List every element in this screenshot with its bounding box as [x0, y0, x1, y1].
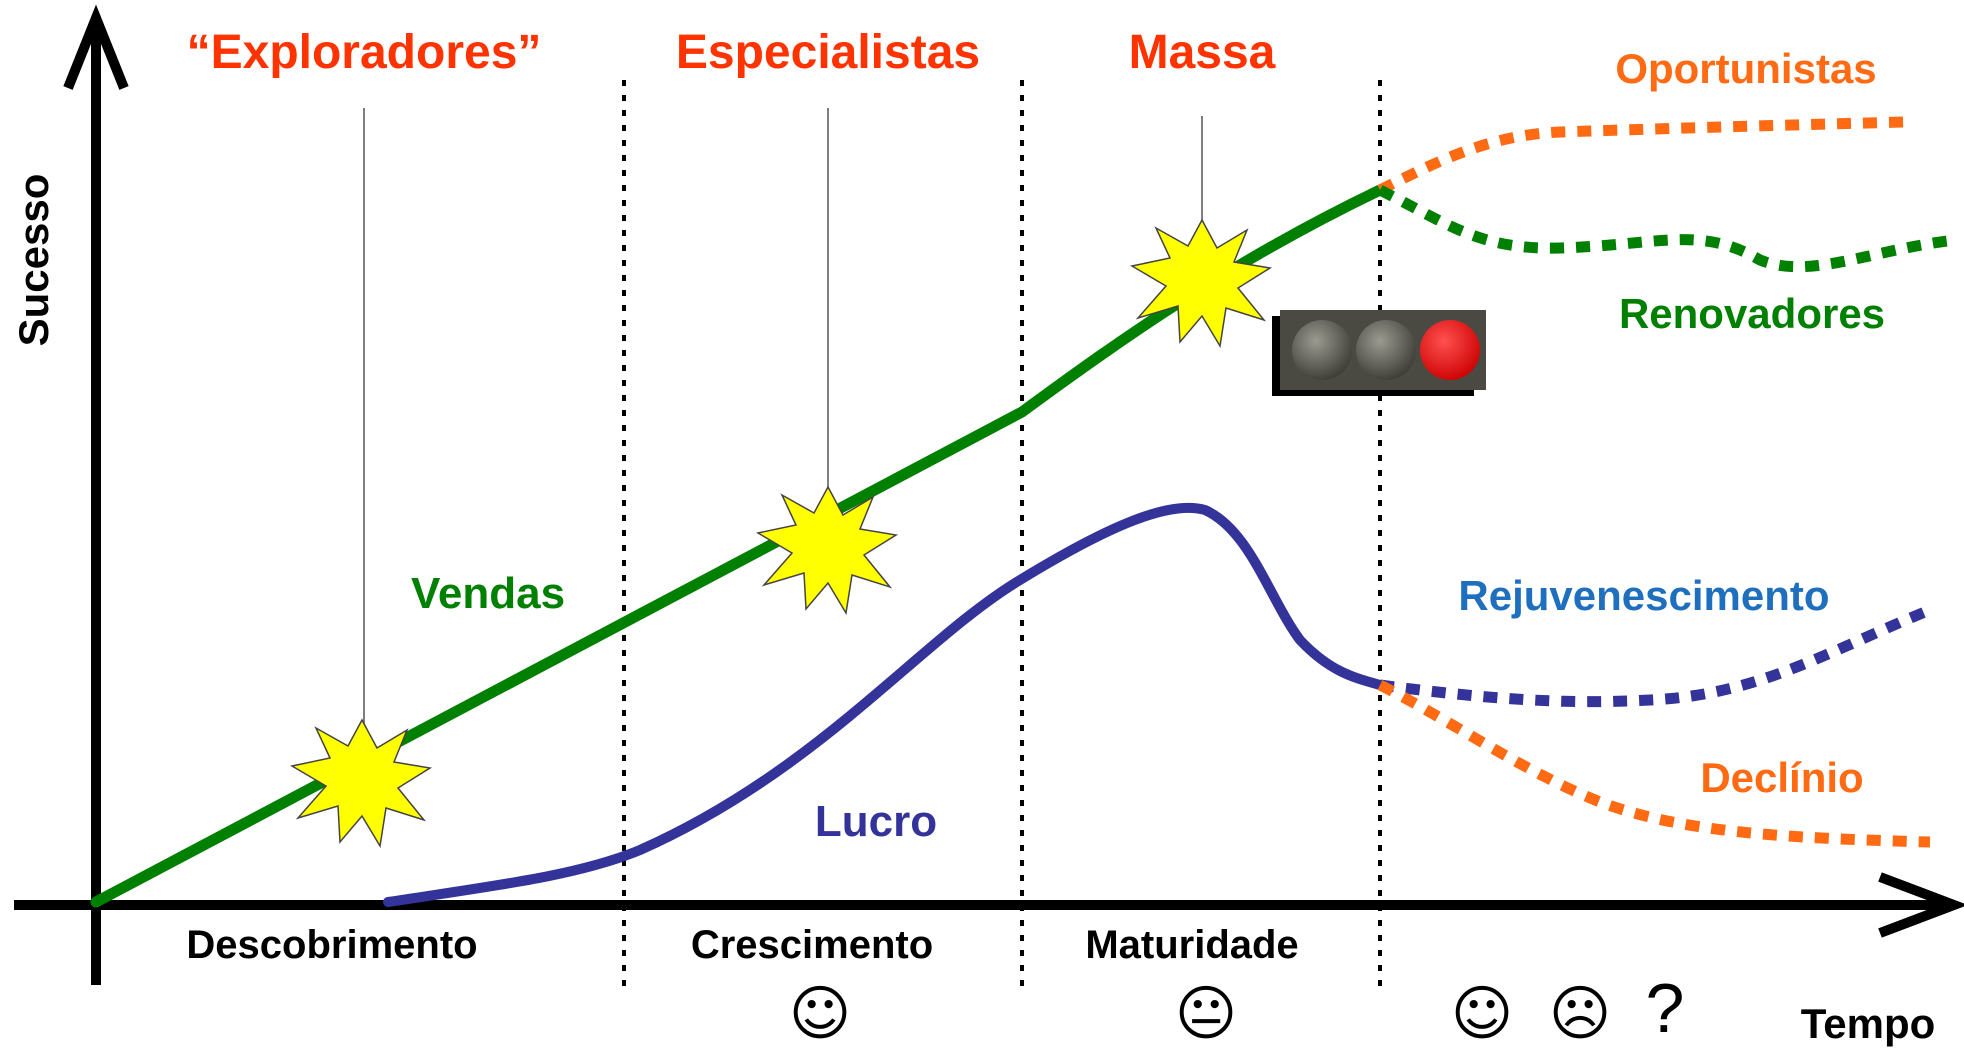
sales-curve-label: Vendas	[411, 569, 565, 618]
traffic-light-lamp-2	[1356, 320, 1416, 380]
segment-label-exploradores: “Exploradores”	[187, 26, 542, 79]
branch-label-renewers: Renovadores	[1619, 290, 1885, 337]
question-mark: ?	[1646, 969, 1685, 1047]
branch-label-opportunists: Oportunistas	[1615, 45, 1876, 92]
starburst-icon	[289, 718, 433, 849]
x-axis-arrowhead	[1878, 872, 1964, 938]
traffic-light-lamp-1	[1292, 320, 1352, 380]
phase-label-maturidade: Maturidade	[1085, 923, 1298, 967]
pointer-lines	[363, 108, 1203, 738]
phase-label-crescimento: Crescimento	[691, 923, 933, 967]
segment-label-massa: Massa	[1129, 26, 1276, 79]
starburst-icon	[755, 485, 899, 616]
axes	[14, 4, 1964, 985]
traffic-light-icon	[1272, 310, 1486, 396]
phase-dividers	[622, 80, 1382, 990]
branch-label-decline: Declínio	[1700, 754, 1863, 801]
starburst-icon	[1129, 218, 1273, 349]
neutral-face-icon: 😐	[1175, 979, 1238, 1049]
renewers-branch	[1377, 185, 1956, 273]
traffic-light-lamp-red	[1420, 320, 1480, 380]
segment-label-especialistas: Especialistas	[676, 26, 980, 79]
smiley-face-icon: ☺	[789, 979, 852, 1049]
opportunists-branch	[1377, 116, 1906, 195]
y-axis-arrowhead	[63, 4, 129, 90]
phase-label-descobrimento: Descobrimento	[186, 923, 477, 967]
smiley-face-icon: ☺	[1451, 979, 1514, 1049]
decline-branch	[1377, 680, 1931, 848]
profit-curve-label: Lucro	[815, 797, 937, 846]
branch-label-rejuvenation: Rejuvenescimento	[1458, 572, 1829, 619]
rejuvenation-branch	[1379, 604, 1933, 708]
y-axis-title: Sucesso	[10, 174, 57, 347]
future-branches	[1377, 116, 1956, 848]
profit-curve	[383, 502, 1385, 907]
x-axis-title: Tempo	[1801, 1000, 1936, 1047]
sad-face-icon: ☹	[1549, 979, 1612, 1049]
